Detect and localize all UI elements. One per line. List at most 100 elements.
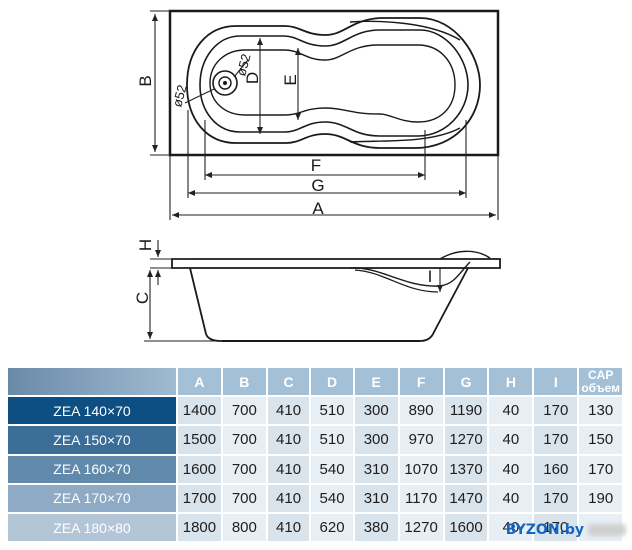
header-F: F xyxy=(399,368,445,398)
cell-D: 540 xyxy=(311,455,355,485)
cell-D: 620 xyxy=(311,513,355,544)
cell-B: 700 xyxy=(222,455,268,485)
header-C: C xyxy=(267,368,312,398)
table-row: ZEA 140×70 1400 700 410 510 300 890 1190… xyxy=(8,397,632,427)
cell-A: 1600 xyxy=(178,455,223,485)
cell-E: 380 xyxy=(354,513,400,544)
cell-I: 170 xyxy=(534,426,580,456)
cell-H: 40 xyxy=(489,484,535,514)
cell-volume: 170 xyxy=(579,455,625,485)
cell-E: 300 xyxy=(354,426,400,456)
headrest-curve xyxy=(349,20,461,41)
dim-label-F: F xyxy=(311,156,321,175)
cell-C: 410 xyxy=(267,484,312,514)
cell-volume: 150 xyxy=(579,426,625,456)
cell-H: 40 xyxy=(489,455,535,485)
cell-A: 1400 xyxy=(178,397,223,427)
model-name: ZEA 160×70 xyxy=(8,455,178,485)
dim-label-A: A xyxy=(312,199,324,218)
cell-F: 890 xyxy=(399,397,445,427)
cell-H: 40 xyxy=(489,397,535,427)
cap-label: CAP xyxy=(588,367,614,382)
dimensions-table: A B C D E F G H I CAP объем ZEA 140×70 1… xyxy=(8,367,632,544)
cell-B: 700 xyxy=(222,484,268,514)
table-row: ZEA 150×70 1500 700 410 510 300 970 1270… xyxy=(8,426,632,456)
cell-H: 40 xyxy=(489,426,535,456)
cell-B: 700 xyxy=(222,397,268,427)
cell-volume: 190 xyxy=(579,484,625,514)
header-cap-volume: CAP объем xyxy=(579,367,625,398)
model-name: ZEA 180×80 xyxy=(8,513,178,544)
top-view xyxy=(168,9,500,157)
dim-label-I: I xyxy=(428,267,433,286)
cell-G: 1190 xyxy=(444,397,490,427)
cell-B: 800 xyxy=(222,513,268,544)
blurred-watermark xyxy=(588,524,626,536)
side-headrest-2 xyxy=(354,269,439,293)
dim-label-D: D xyxy=(243,72,262,84)
dim-label-H: H xyxy=(136,239,155,251)
header-E: E xyxy=(354,368,400,398)
cell-I: 160 xyxy=(534,455,580,485)
cell-C: 410 xyxy=(267,397,312,427)
cell-F: 1070 xyxy=(399,455,445,485)
cell-G: 1470 xyxy=(444,484,490,514)
cell-C: 410 xyxy=(267,455,312,485)
cell-I: 170 xyxy=(534,513,580,544)
side-top-bulge xyxy=(439,250,491,260)
header-I: I xyxy=(534,368,580,398)
byzon-logo: BYZON.by xyxy=(506,522,626,538)
inner-contour xyxy=(209,44,456,123)
cell-B: 700 xyxy=(222,426,268,456)
cell-A: 1500 xyxy=(178,426,223,456)
cell-H: 40 xyxy=(489,513,535,544)
inner-basin xyxy=(199,29,469,137)
tub-outline xyxy=(168,9,500,157)
header-D: D xyxy=(311,368,355,398)
drain-inner xyxy=(218,76,232,90)
table-header-row: A B C D E F G H I CAP объем xyxy=(8,367,632,398)
header-model-cell xyxy=(8,368,178,398)
header-G: G xyxy=(444,368,490,398)
cell-D: 540 xyxy=(311,484,355,514)
cell-A: 1700 xyxy=(178,484,223,514)
cell-E: 310 xyxy=(354,484,400,514)
model-name: ZEA 170×70 xyxy=(8,484,178,514)
cell-I: 170 xyxy=(534,484,580,514)
cell-E: 300 xyxy=(354,397,400,427)
cell-G: 1370 xyxy=(444,455,490,485)
drain-outer xyxy=(212,70,238,96)
dim-label-B: B xyxy=(136,75,155,86)
cell-volume: 130 xyxy=(579,397,625,427)
bathtub-dimension-drawing: B D E F G A ø52 ø52 H C I xyxy=(133,9,501,342)
model-name: ZEA 140×70 xyxy=(8,397,178,427)
headrest-curve-2 xyxy=(349,127,461,143)
cell-C: 410 xyxy=(267,513,312,544)
cell-C: 410 xyxy=(267,426,312,456)
header-A: A xyxy=(178,368,223,398)
volume-label: объем xyxy=(581,380,621,395)
table-row: ZEA 170×70 1700 700 410 540 310 1170 147… xyxy=(8,484,632,514)
overflow-diameter-label: ø52 xyxy=(233,52,253,78)
table-row: ZEA 160×70 1600 700 410 540 310 1070 137… xyxy=(8,455,632,485)
cell-G: 1600 xyxy=(444,513,490,544)
side-body xyxy=(189,267,469,342)
dim-label-E: E xyxy=(281,74,300,85)
model-name: ZEA 150×70 xyxy=(8,426,178,456)
outer-rim xyxy=(186,17,481,149)
cell-I: 170 xyxy=(534,397,580,427)
header-B: B xyxy=(222,368,268,398)
drain-diameter-label: ø52 xyxy=(169,83,189,109)
cell-A: 1800 xyxy=(178,513,223,544)
cell-D: 510 xyxy=(311,397,355,427)
side-rim xyxy=(171,258,501,269)
dim-label-C: C xyxy=(133,292,152,304)
dim-label-G: G xyxy=(311,176,324,195)
cell-D: 510 xyxy=(311,426,355,456)
logo-text: BYZON.by xyxy=(505,522,584,538)
table-row: ZEA 180×80 1800 800 410 620 380 1270 160… xyxy=(8,513,632,544)
cell-F: 1270 xyxy=(399,513,445,544)
cell-F: 970 xyxy=(399,426,445,456)
side-view xyxy=(171,250,501,342)
cell-E: 310 xyxy=(354,455,400,485)
